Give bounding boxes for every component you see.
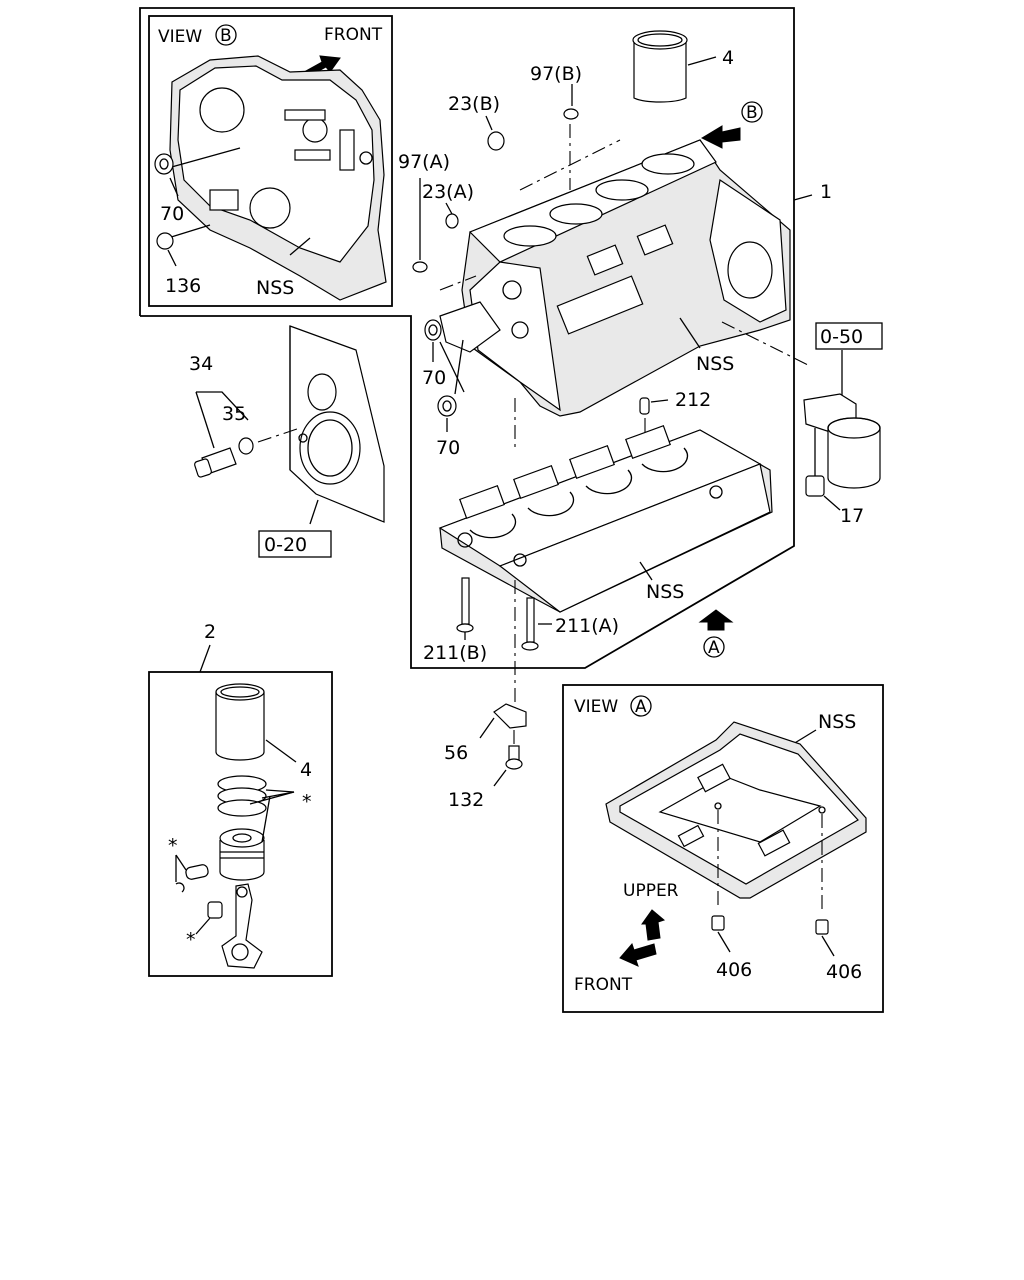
main-label-70-b: 70 — [436, 437, 460, 459]
piston-star-bush: * — [186, 929, 196, 951]
view-b-label-nss: NSS — [256, 277, 294, 299]
view-a-front-label: FRONT — [574, 975, 633, 995]
expansion-plugs: 97(B) 23(B) 97(A) 23(A) — [398, 63, 582, 273]
view-b-inset: VIEW B FRONT 70 136 NSS — [148, 15, 393, 307]
cylinder-liner-4: 4 — [632, 30, 734, 103]
rear-plate-assembly: 34 35 0-20 — [189, 325, 385, 558]
view-b-label-136: 136 — [165, 275, 201, 297]
main-label-211a: 211(A) — [555, 615, 619, 637]
upper-cylinder-block: NSS — [439, 124, 791, 417]
view-b-direction-marker: B — [700, 101, 763, 149]
main-label-97a: 97(A) — [398, 151, 450, 173]
piston-label-4: 4 — [300, 759, 312, 781]
main-ref-0-20: 0-20 — [264, 534, 307, 556]
lower-crankcase: NSS — [438, 424, 773, 613]
main-label-23b: 23(B) — [448, 93, 500, 115]
main-label-70-a: 70 — [422, 367, 446, 389]
cylinder-block-assembly-frame: 1 — [139, 7, 832, 669]
view-a-arrow-icon — [698, 609, 734, 631]
crankcase-bolts-211: 211(B) 211(A) — [423, 577, 619, 664]
main-label-35: 35 — [222, 403, 246, 425]
piston-star-pin: * — [168, 835, 178, 857]
view-a-nss-label: NSS — [818, 711, 856, 733]
bracket-and-bolt: 56 132 — [444, 580, 527, 811]
view-a-label-406-right: 406 — [826, 961, 862, 983]
main-label-97b: 97(B) — [530, 63, 582, 85]
main-ref-0-50: 0-50 — [820, 326, 863, 348]
view-a-circle-letter: A — [635, 697, 647, 717]
view-b-arrow-icon — [700, 125, 741, 149]
view-a-upper-arrow-icon — [641, 909, 666, 941]
view-a-title: VIEW — [574, 697, 618, 717]
main-circle-a: A — [708, 638, 720, 658]
plug-136-view-b — [156, 232, 174, 250]
main-label-nss-upper: NSS — [696, 353, 734, 375]
main-label-17: 17 — [840, 505, 864, 527]
main-label-nss-lower: NSS — [646, 581, 684, 603]
view-b-front-label: FRONT — [324, 25, 383, 45]
dowel-pin-212: 212 — [514, 389, 711, 450]
view-a-inset: VIEW A NSS UPPER 406 406 FRONT — [562, 684, 884, 1013]
view-a-label-406-left: 406 — [716, 959, 752, 981]
view-b-label-70: 70 — [160, 203, 184, 225]
main-label-56: 56 — [444, 742, 468, 764]
main-label-132: 132 — [448, 789, 484, 811]
main-label-212: 212 — [675, 389, 711, 411]
piston-label-2: 2 — [204, 621, 216, 643]
main-label-211b: 211(B) — [423, 642, 487, 664]
view-b-circle-letter: B — [220, 26, 232, 46]
main-label-4: 4 — [722, 47, 734, 69]
view-a-front-arrow-icon — [619, 943, 657, 967]
piston-kit-inset: 2 4 * * * — [148, 621, 333, 977]
oil-seals-70: 70 70 — [422, 319, 465, 459]
view-a-direction-marker: A — [698, 609, 734, 658]
piston-star-rings: * — [302, 791, 312, 813]
main-circle-b: B — [746, 103, 758, 123]
view-b-title: VIEW — [158, 27, 202, 47]
oil-seal-70-view-b — [154, 153, 174, 175]
oil-filter-assembly: 0-50 17 — [721, 321, 883, 527]
main-label-23a: 23(A) — [422, 181, 474, 203]
part-label-1: 1 — [820, 181, 832, 203]
view-a-upper-label: UPPER — [623, 881, 679, 901]
main-label-34: 34 — [189, 353, 213, 375]
